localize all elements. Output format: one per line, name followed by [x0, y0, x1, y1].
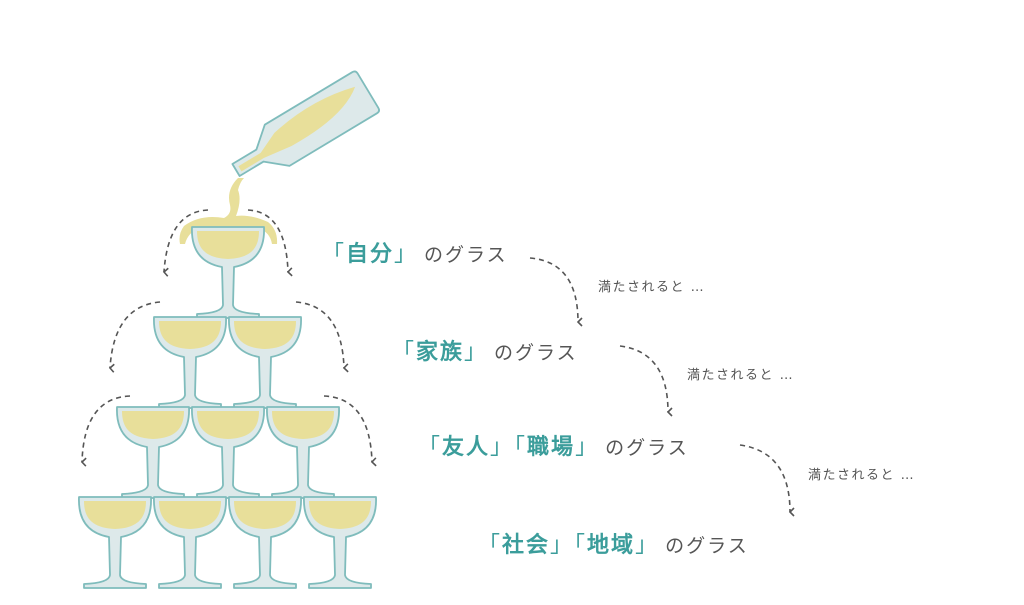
level-name: 地域 [587, 533, 636, 558]
overflow-arrow [295, 301, 349, 373]
glass-row-4 [78, 496, 377, 589]
overflow-arrow [108, 301, 161, 373]
glass-row-1 [191, 226, 265, 319]
overflow-arrow [162, 209, 209, 277]
level-name: 友人 [442, 435, 491, 460]
level-name: 職場 [527, 435, 576, 460]
level-name: 家族 [416, 340, 465, 365]
level-name: 社会 [502, 533, 551, 558]
transition-arrow [619, 345, 673, 417]
level-suffix: のグラス [605, 437, 689, 459]
glass-row-3 [116, 406, 340, 499]
overflow-arrow [80, 395, 131, 467]
level-label-society-community: 「社会」「地域」のグラス [478, 533, 749, 558]
transition-note: 満たされると … [598, 280, 706, 295]
level-suffix: のグラス [665, 535, 749, 557]
bottle-icon [231, 70, 380, 177]
overflow-arrow [323, 395, 377, 467]
transition-arrow [739, 444, 795, 517]
level-label-family: 「家族」のグラス [392, 340, 578, 365]
level-name: 自分 [346, 242, 395, 267]
level-suffix: のグラス [494, 342, 578, 364]
level-label-self: 「自分」のグラス [322, 242, 508, 267]
level-label-friends-work: 「友人」「職場」のグラス [418, 435, 689, 460]
transition-arrow [529, 257, 583, 327]
level-suffix: のグラス [424, 244, 508, 266]
transition-note: 満たされると … [687, 368, 795, 383]
transition-note: 満たされると … [808, 468, 916, 483]
glass-row-2 [153, 316, 302, 409]
